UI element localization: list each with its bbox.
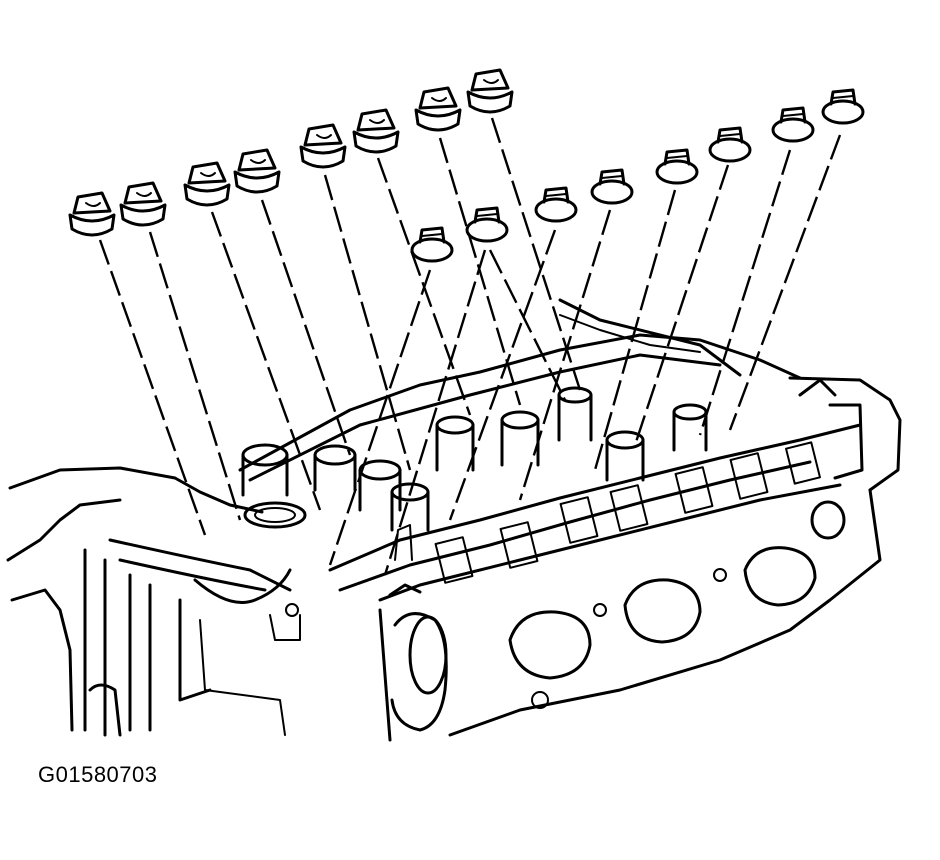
- valve-stem-seal: [68, 191, 116, 237]
- valve-spring-cap: [534, 186, 578, 223]
- valve-spring-cap: [655, 148, 699, 185]
- valve-stem-seal: [414, 86, 462, 132]
- valve-spring-caps: [410, 88, 865, 263]
- valve-spring-cap: [410, 226, 454, 263]
- alignment-leaders: [98, 117, 842, 576]
- valve-stem-seal: [183, 161, 231, 207]
- rocker-pedestals: [434, 441, 821, 584]
- valve-stem-seal: [299, 123, 347, 169]
- cylinder-head: [6, 298, 902, 742]
- valve-stem-seal: [119, 181, 167, 227]
- valve-spring-cap: [708, 126, 752, 163]
- lifter-bores: [241, 386, 708, 532]
- valve-spring-cap: [465, 206, 509, 243]
- exhaust-ports: [508, 546, 817, 680]
- figure-id-label: G01580703: [38, 762, 158, 787]
- valve-stem-seal: [466, 68, 514, 114]
- valve-stem-seals: [68, 68, 514, 237]
- valve-spring-cap: [590, 168, 634, 205]
- valve-stem-seal: [352, 108, 400, 154]
- valve-stem-seal: [233, 148, 281, 194]
- valve-spring-cap: [821, 88, 865, 125]
- valve-spring-cap: [771, 106, 815, 143]
